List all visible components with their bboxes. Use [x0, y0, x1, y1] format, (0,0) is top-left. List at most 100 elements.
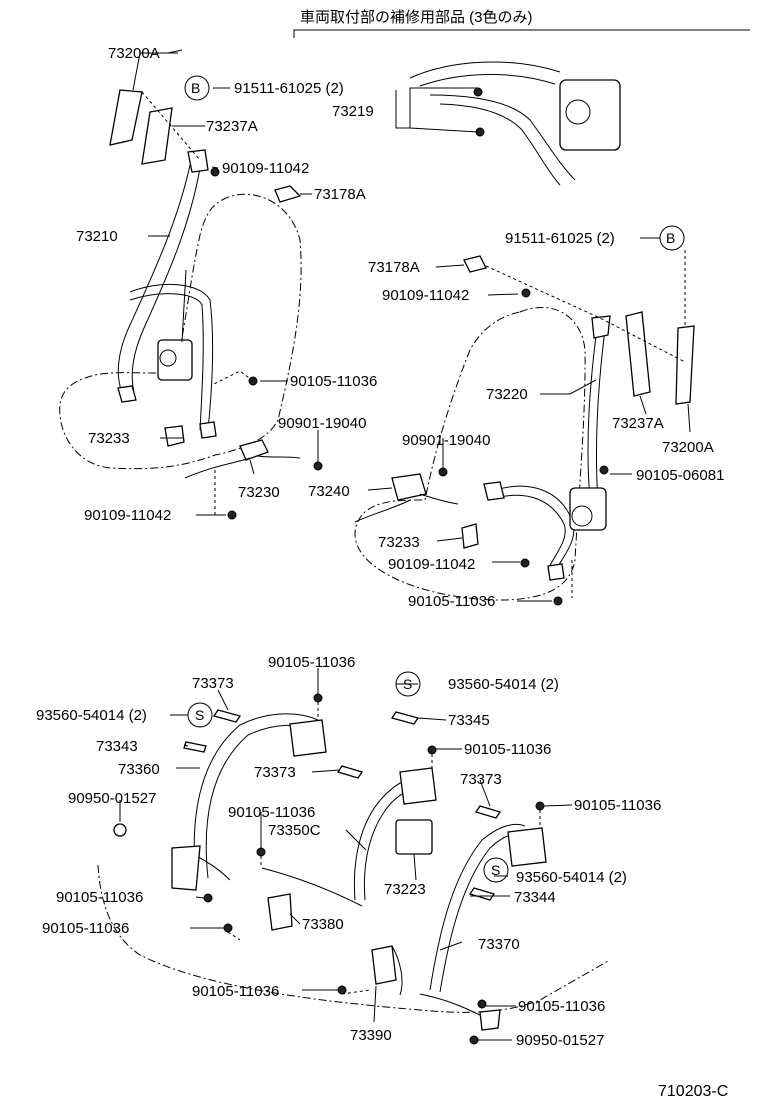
- symbol-s-a: [187, 702, 213, 728]
- cover-73237A-left: [141, 107, 173, 165]
- clip-73345: [390, 711, 420, 725]
- belt-73360: [176, 713, 319, 891]
- label-93560-a: 93560-54014 (2): [36, 707, 147, 724]
- label-73200A-left: 73200A: [108, 45, 160, 62]
- label-91511-right: 91511-61025 (2): [505, 230, 615, 247]
- lower-anchor-right: [547, 563, 565, 581]
- retractor-73219-spool: [565, 99, 591, 125]
- label-73373-b: 73373: [254, 764, 296, 781]
- label-91511-left: 91511-61025 (2): [234, 80, 344, 97]
- bolt-rear-h: [477, 999, 487, 1009]
- cap-73178A-right: [463, 255, 487, 273]
- label-73219: 73219: [332, 103, 374, 120]
- label-73240: 73240: [308, 483, 350, 500]
- bolt-rear-a: [313, 693, 323, 703]
- label-90105-rear-e: 90105-11036: [56, 889, 143, 906]
- label-73233-left: 73233: [88, 430, 130, 447]
- bolt-rear-f: [223, 923, 233, 933]
- anchor-73200A-left: [109, 89, 143, 146]
- buckle-wire: [184, 455, 301, 479]
- bolt-90109-top-left: [210, 167, 220, 177]
- label-73345: 73345: [448, 712, 490, 729]
- belt-73210: [117, 164, 214, 431]
- shoulder-anchor-left: [187, 149, 209, 173]
- buckle-73240: [391, 473, 427, 501]
- label-90109-left-a: 90109-11042: [222, 160, 309, 177]
- bolt-rear-d: [256, 847, 266, 857]
- shoulder-anchor-right: [591, 315, 611, 339]
- front-left-leader-lines: [132, 49, 319, 516]
- label-90109-right-a: 90109-11042: [382, 287, 469, 304]
- front-left-seat-outline: [59, 193, 302, 470]
- lower-anchor-73370: [479, 1009, 501, 1031]
- cap-73178A-left: [274, 185, 302, 203]
- lower-anchor-left: [117, 385, 137, 403]
- label-90105-rear-f: 90105-11036: [42, 920, 129, 937]
- label-90105-left: 90105-11036: [290, 373, 377, 390]
- label-90105-rear-h: 90105-11036: [518, 998, 605, 1015]
- anchor-73200A-right: [675, 325, 695, 405]
- symbol-s-b-text: S: [403, 676, 412, 692]
- buckle-73390-strap: [391, 945, 403, 996]
- header-bracket: [293, 29, 750, 38]
- symbol-s-a-text: S: [195, 707, 204, 723]
- bolt-rear-e: [203, 893, 213, 903]
- label-73210: 73210: [76, 228, 118, 245]
- clip-73219-top: [473, 87, 483, 97]
- label-73380: 73380: [302, 916, 344, 933]
- buckle-73240-wire: [354, 493, 459, 523]
- clip-73343: [183, 741, 207, 753]
- clip-73233-left: [164, 425, 185, 447]
- label-90105-rear-b: 90105-11036: [464, 741, 551, 758]
- label-73237A-left: 73237A: [206, 118, 258, 135]
- bolt-90109-right-b: [520, 558, 530, 568]
- bolt-90105-06081: [599, 465, 609, 475]
- rear-leader-lines: [119, 668, 573, 1041]
- retractor-73370: [507, 827, 547, 867]
- label-73220: 73220: [486, 386, 528, 403]
- rear-dashed-guides: [227, 702, 541, 995]
- label-73223: 73223: [384, 881, 426, 898]
- belt-73370: [419, 823, 526, 1021]
- cover-73237A-right: [625, 311, 651, 397]
- cap-90950-a: [113, 823, 127, 837]
- symbol-s-c: [483, 857, 509, 883]
- label-90105-rear-d: 90105-11036: [228, 804, 315, 821]
- front-left-dashed-guides: [141, 91, 319, 515]
- label-90105-rear-c: 90105-11036: [574, 797, 661, 814]
- label-73350C: 73350C: [268, 822, 321, 839]
- label-90950-a: 90950-01527: [68, 790, 156, 807]
- cover-73373-b: [336, 765, 364, 779]
- cap-90950-b: [469, 1035, 479, 1045]
- pillar-73219-lines: [409, 61, 576, 186]
- front-left-seat-assembly: 73200A B 91511-61025 (2) 73237A 90109-11…: [59, 45, 377, 524]
- cover-73223: [395, 819, 433, 855]
- symbol-b-left-text: B: [191, 80, 200, 96]
- retractor-73360: [289, 719, 327, 757]
- bolt-90105-right: [553, 596, 563, 606]
- diagram-code: 710203-C: [658, 1083, 728, 1100]
- label-73178A-right: 73178A: [368, 259, 420, 276]
- label-73373-a: 73373: [192, 675, 234, 692]
- label-90109-right-b: 90109-11042: [388, 556, 475, 573]
- front-right-seat-assembly: 73219 91511-61025 (2) B 73178A 90109-110…: [308, 61, 724, 610]
- retractor-73220-spool: [571, 505, 593, 527]
- retractor-spool: [159, 349, 177, 367]
- bolt-rear-b: [427, 745, 437, 755]
- front-right-leader-lines: [367, 87, 691, 602]
- inner-anchor-left: [199, 421, 217, 439]
- label-93560-b: 93560-54014 (2): [448, 676, 559, 693]
- label-73360: 73360: [118, 761, 160, 778]
- bolt-rear-g: [337, 985, 347, 995]
- bolt-90109-bottom-left: [227, 510, 237, 520]
- label-73343: 73343: [96, 738, 138, 755]
- label-90105-06081: 90105-06081: [636, 467, 724, 484]
- label-73233-right: 73233: [378, 534, 420, 551]
- symbol-s-c-text: S: [491, 862, 500, 878]
- retractor-73350C: [399, 767, 437, 805]
- label-90901-left: 90901-19040: [278, 415, 366, 432]
- front-right-seat-outline: [354, 307, 586, 601]
- bolt-90901-left: [313, 461, 323, 471]
- belt-guide-line: [181, 269, 187, 343]
